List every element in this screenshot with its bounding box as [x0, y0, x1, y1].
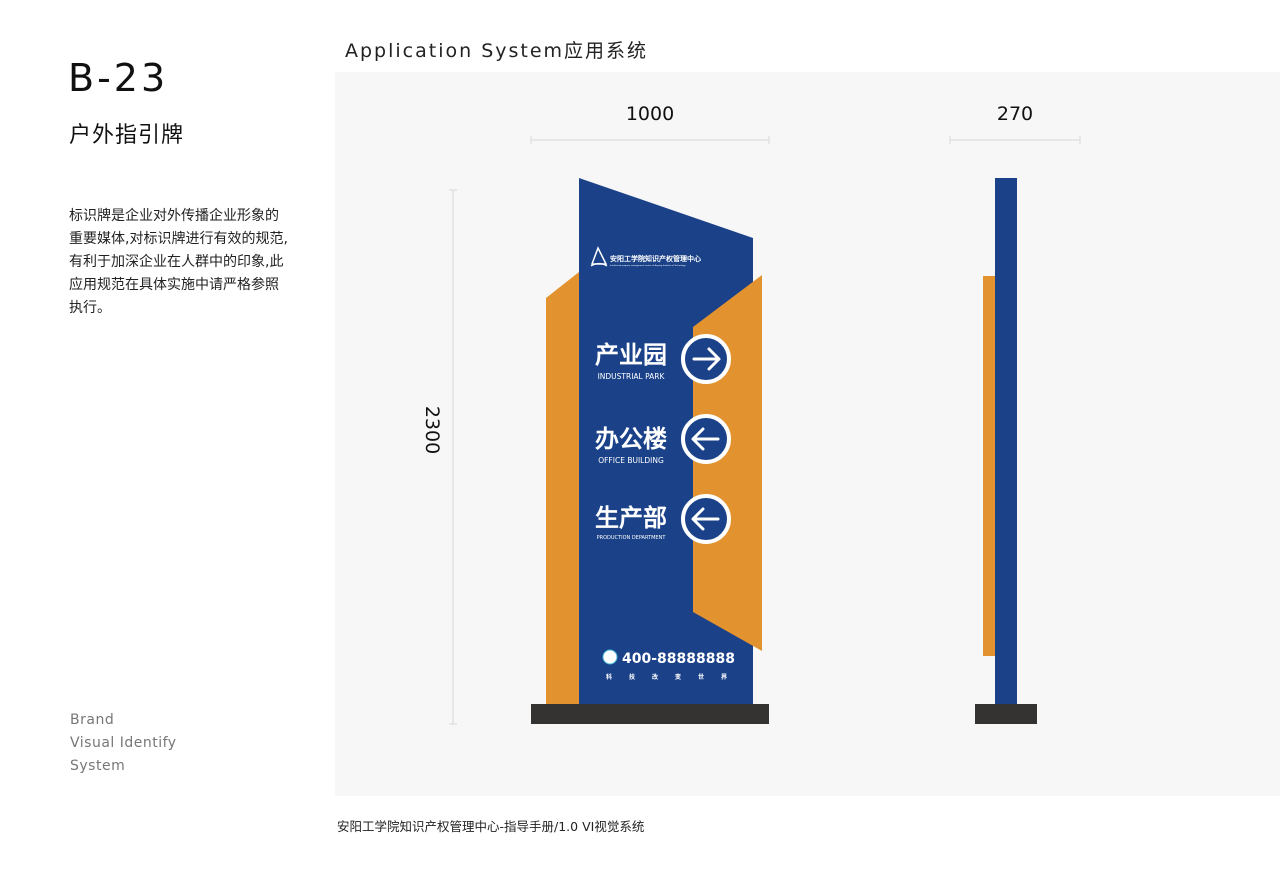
side-orange-panel: [983, 276, 995, 656]
direction-item: 产业园 INDUSTRIAL PARK: [595, 334, 731, 384]
height-label: 2300: [421, 406, 443, 454]
front-view: 安阳工学院知识产权管理中心 Intellectual property mana…: [531, 178, 769, 724]
section-title: Application System应用系统: [345, 40, 649, 62]
dimension-lines: [449, 136, 1081, 725]
direction-cn: 产业园: [595, 341, 667, 369]
brand-line: Brand: [70, 712, 115, 728]
page-title: 户外指引牌: [69, 123, 185, 148]
page-code: B-23: [68, 56, 169, 100]
front-base: [531, 704, 769, 724]
side-view: [975, 178, 1037, 724]
direction-en: PRODUCTION DEPARTMENT: [597, 535, 667, 541]
slogan-char: 科: [606, 673, 612, 681]
brand-line: System: [70, 758, 126, 774]
direction-item: 生产部 PRODUCTION DEPARTMENT: [595, 494, 731, 544]
slogan-char: 变: [675, 673, 681, 681]
direction-cn: 办公楼: [595, 425, 667, 453]
footer-text: 安阳工学院知识产权管理中心-指导手册/1.0 VI视觉系统: [337, 819, 645, 834]
phone-dot-icon: [602, 649, 618, 665]
arrow-left-icon: [681, 414, 731, 464]
slogan: 科 技 改 变 世 界: [606, 673, 728, 681]
direction-en: INDUSTRIAL PARK: [598, 372, 666, 381]
logo-subtext: Intellectual property management center …: [610, 264, 686, 267]
left-orange-panel: [546, 272, 579, 704]
brand-caption: Brand Visual Identify System: [70, 709, 177, 778]
logo-text: 安阳工学院知识产权管理中心: [610, 254, 701, 263]
direction-cn: 生产部: [595, 504, 667, 532]
direction-item: 办公楼 OFFICE BUILDING: [595, 414, 731, 465]
slogan-char: 技: [629, 673, 636, 681]
side-blue-panel: [995, 178, 1017, 704]
direction-en: OFFICE BUILDING: [598, 456, 664, 465]
side-width-label: 270: [997, 103, 1033, 125]
front-width-label: 1000: [626, 103, 674, 125]
page-description: 标识牌是企业对外传播企业形象的重要媒体,对标识牌进行有效的规范,有利于加深企业在…: [69, 208, 288, 316]
side-base: [975, 704, 1037, 724]
arrow-right-icon: [681, 334, 731, 384]
slogan-char: 改: [652, 673, 659, 681]
slogan-char: 界: [721, 673, 728, 681]
brand-line: Visual Identify: [70, 735, 177, 751]
slogan-char: 世: [698, 673, 704, 681]
logo: 安阳工学院知识产权管理中心 Intellectual property mana…: [590, 246, 701, 267]
drawing-panel: [335, 72, 1280, 796]
arrow-left-icon: [681, 494, 731, 544]
phone-number: 400-88888888: [622, 651, 735, 667]
